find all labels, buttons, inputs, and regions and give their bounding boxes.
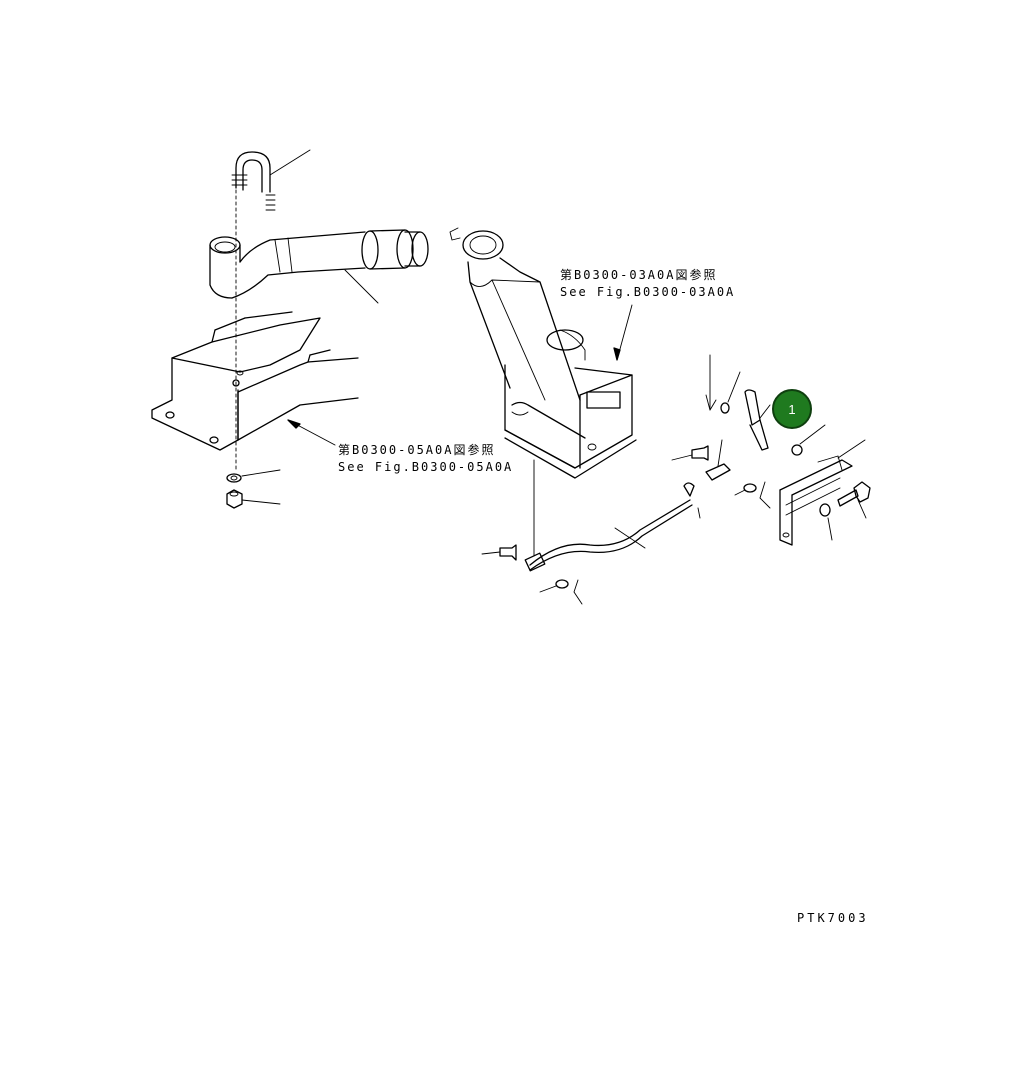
drawing-code: PTK7003 (797, 911, 869, 925)
linkage-parts (671, 354, 826, 519)
part-callout-1[interactable]: 1 (772, 389, 812, 429)
callout-number: 1 (788, 401, 796, 417)
u-bolt (231, 149, 311, 211)
reference-label-2-en: See Fig.B0300-05A0A (338, 460, 514, 474)
reference-label-2-jp: 第B0300-05A0A図参照 (338, 443, 496, 457)
intake-pipe (209, 229, 429, 304)
mounting-bracket (151, 311, 359, 451)
control-rod (481, 499, 693, 605)
reference-label-1-en: See Fig.B0300-03A0A (560, 285, 736, 299)
reference-label-1-jp: 第B0300-03A0A図参照 (560, 268, 718, 282)
washer-nut (226, 469, 281, 509)
support-bracket (779, 439, 871, 546)
cleaner-box (504, 304, 637, 479)
air-duct (449, 227, 586, 401)
